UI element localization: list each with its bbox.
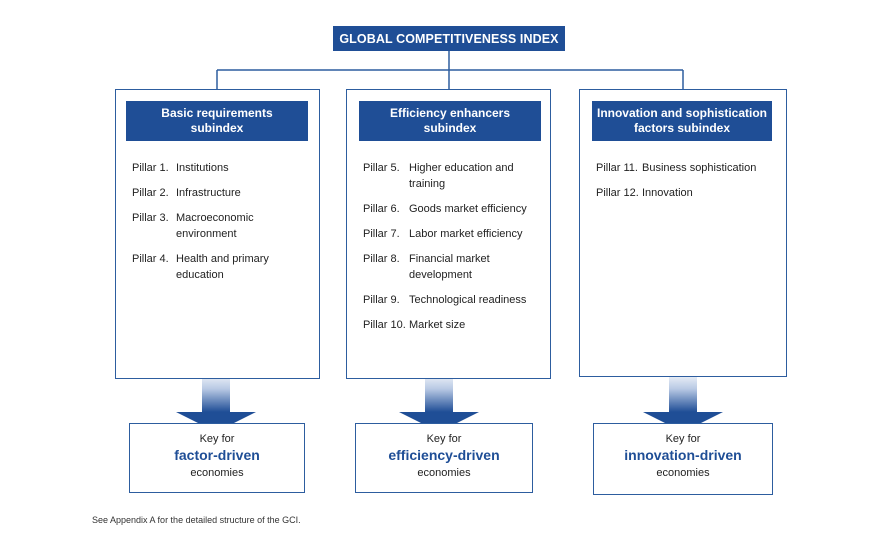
pillar-name: Financial market development	[409, 253, 490, 281]
heading-line: Efficiency enhancers	[389, 106, 511, 120]
pillar-name: Health and primary education	[176, 253, 269, 281]
pillar-number: Pillar 1.	[132, 162, 169, 174]
pillar-name: Business sophistication	[642, 162, 757, 174]
list-item: Pillar 3. Macroeconomic environment	[132, 210, 312, 242]
list-item: Pillar 1. Institutions	[132, 160, 312, 176]
pillar-number: Pillar 10.	[363, 319, 406, 331]
key-suffix: economies	[656, 467, 710, 479]
key-label: Key for	[665, 433, 701, 445]
list-item: Pillar 12.Innovation	[596, 185, 781, 201]
list-item: Pillar 4. Health and primary education	[132, 251, 312, 283]
list-item: Pillar 2. Infrastructure	[132, 185, 312, 201]
pillar-name: Technological readiness	[409, 294, 527, 306]
pillar-number: Pillar 8.	[363, 253, 400, 265]
pillar-name: Infrastructure	[176, 187, 241, 199]
key-innovation-driven: Key for innovation-driven economies	[593, 423, 773, 495]
efficiency-enhancers-heading: Efficiency enhancers subindex	[359, 101, 541, 141]
list-item: Pillar 5. Higher education and training	[363, 160, 543, 192]
pillar-number: Pillar 4.	[132, 253, 169, 265]
heading-line: factors subindex	[633, 121, 731, 135]
heading-line: Basic requirements	[161, 106, 273, 120]
pillar-number: Pillar 7.	[363, 228, 400, 240]
heading-line: subindex	[190, 121, 244, 135]
gci-title: GLOBAL COMPETITIVENESS INDEX	[333, 26, 565, 51]
key-label: Key for	[426, 433, 462, 445]
key-efficiency-driven: Key for efficiency-driven economies	[355, 423, 533, 493]
pillar-name: Macroeconomic environment	[176, 212, 254, 240]
list-item: Pillar 6. Goods market efficiency	[363, 201, 543, 217]
pillar-list-basic: Pillar 1. Institutions Pillar 2. Infrastru…	[132, 160, 312, 292]
key-suffix: economies	[190, 467, 244, 479]
pillar-number: Pillar 11.	[596, 162, 638, 174]
list-item: Pillar 8. Financial market development	[363, 251, 543, 283]
pillar-name: Goods market efficiency	[409, 203, 527, 215]
pillar-number: Pillar 12.	[596, 187, 639, 199]
pillar-number: Pillar 9.	[363, 294, 400, 306]
list-item: Pillar 10.Market size	[363, 317, 543, 333]
key-stage: efficiency-driven	[388, 447, 500, 463]
heading-line: Innovation and sophistication	[596, 106, 767, 120]
pillar-number: Pillar 3.	[132, 212, 169, 224]
heading-line: subindex	[423, 121, 477, 135]
pillar-list-efficiency: Pillar 5. Higher education and training P…	[363, 160, 543, 342]
pillar-name: Institutions	[176, 162, 229, 174]
pillar-name: Market size	[409, 319, 466, 331]
pillar-number: Pillar 6.	[363, 203, 400, 215]
key-factor-driven: Key for factor-driven economies	[129, 423, 305, 493]
pillar-name: Labor market efficiency	[409, 228, 523, 240]
footnote: See Appendix A for the detailed structur…	[92, 515, 301, 525]
pillar-number: Pillar 5.	[363, 162, 400, 174]
key-stage: innovation-driven	[624, 447, 742, 463]
key-suffix: economies	[417, 467, 471, 479]
list-item: Pillar 9. Technological readiness	[363, 292, 543, 308]
pillar-name: Higher education and training	[409, 162, 514, 190]
pillar-number: Pillar 2.	[132, 187, 169, 199]
list-item: Pillar 11. Business sophistication	[596, 160, 781, 176]
pillar-list-innovation: Pillar 11. Business sophistication Pillar…	[596, 160, 781, 210]
basic-requirements-heading: Basic requirements subindex	[126, 101, 308, 141]
arrow-down-icon	[643, 370, 723, 432]
pillar-name: Innovation	[642, 187, 693, 199]
key-stage: factor-driven	[174, 447, 260, 463]
key-label: Key for	[199, 433, 235, 445]
innovation-heading: Innovation and sophistication factors su…	[592, 101, 772, 141]
list-item: Pillar 7. Labor market efficiency	[363, 226, 543, 242]
